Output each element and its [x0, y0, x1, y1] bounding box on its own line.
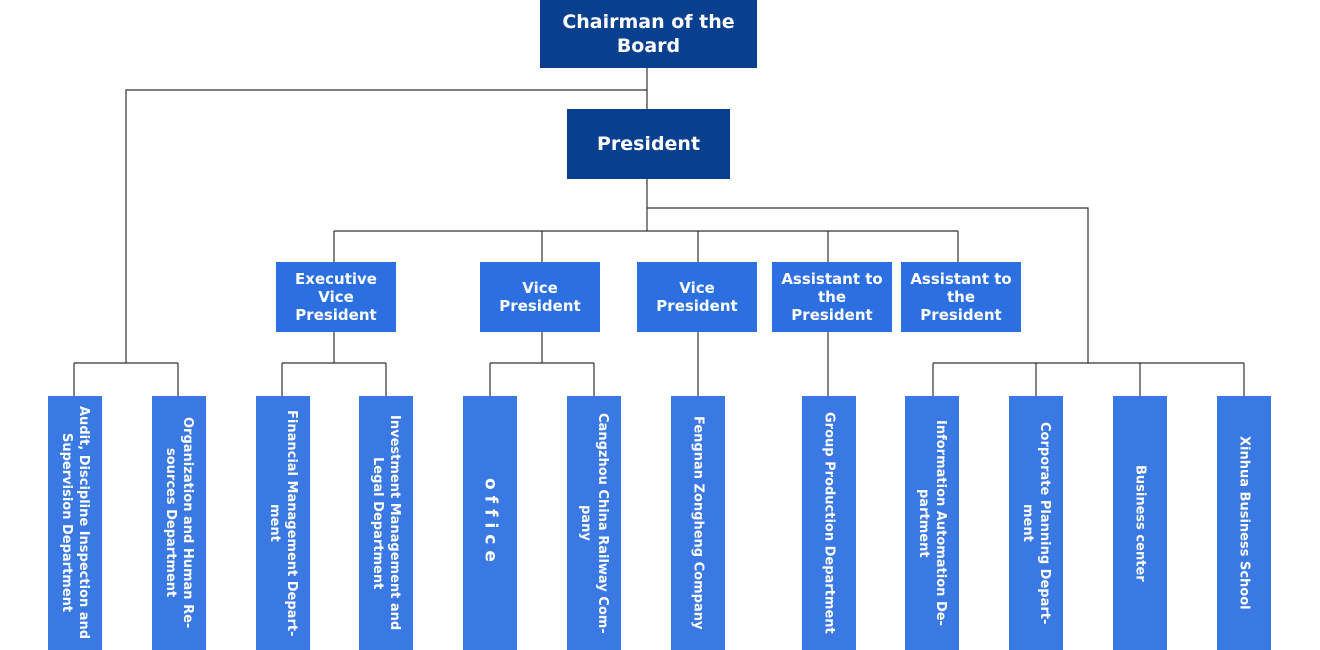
department-box-business-center: Business center	[1113, 396, 1167, 650]
executive-label: Vice President	[656, 279, 738, 315]
president-label: President	[596, 133, 701, 155]
department-box-information-automation: Information Automation De-partment	[905, 396, 959, 650]
executive-vice-president-box: Executive Vice President	[276, 262, 396, 332]
department-label: Corporate Planning Depart-ment	[1020, 421, 1052, 625]
department-box-organization-hr: Organization and Human Re-sources Depart…	[152, 396, 206, 650]
department-label: Fengnan Zongheng Company	[690, 416, 706, 630]
department-box-investment-legal: Investment Management and Legal Departme…	[359, 396, 413, 650]
department-label: Audit, Discipline Inspection and Supervi…	[59, 406, 91, 640]
department-label: Cangzhou China Railway Com-pany	[578, 412, 610, 634]
executive-label: Executive Vice President	[295, 270, 377, 324]
executive-label: Vice President	[499, 279, 581, 315]
department-label: Group Production Department	[821, 412, 837, 634]
department-label: Financial Management Depart-ment	[267, 409, 299, 637]
department-box-cangzhou-railway: Cangzhou China Railway Com-pany	[567, 396, 621, 650]
department-box-financial-management: Financial Management Depart-ment	[256, 396, 310, 650]
chairman-label: Chairman of the Board	[562, 11, 735, 57]
department-label: Xinhua Business School	[1236, 436, 1252, 610]
vice-president-box: Vice President	[637, 262, 757, 332]
department-box-corporate-planning: Corporate Planning Depart-ment	[1009, 396, 1063, 650]
assistant-to-president-box: Assistant to the President	[772, 262, 892, 332]
department-label: Organization and Human Re-sources Depart…	[163, 417, 195, 629]
department-box-fengnan-zongheng: Fengnan Zongheng Company	[671, 396, 725, 650]
executive-label: Assistant to the President	[910, 270, 1012, 324]
president-box: President	[567, 109, 730, 179]
department-label: Information Automation De-partment	[916, 420, 948, 626]
department-box-xinhua-business-school: Xinhua Business School	[1217, 396, 1271, 650]
executive-label: Assistant to the President	[781, 270, 883, 324]
assistant-to-president-box: Assistant to the President	[901, 262, 1021, 332]
department-label: Investment Management and Legal Departme…	[370, 415, 402, 631]
department-box-group-production: Group Production Department	[802, 396, 856, 650]
department-label: office	[480, 478, 501, 568]
chairman-box: Chairman of the Board	[540, 0, 757, 68]
department-label: Business center	[1132, 464, 1148, 582]
department-box-audit: Audit, Discipline Inspection and Supervi…	[48, 396, 102, 650]
department-box-office: office	[463, 396, 517, 650]
vice-president-box: Vice President	[480, 262, 600, 332]
